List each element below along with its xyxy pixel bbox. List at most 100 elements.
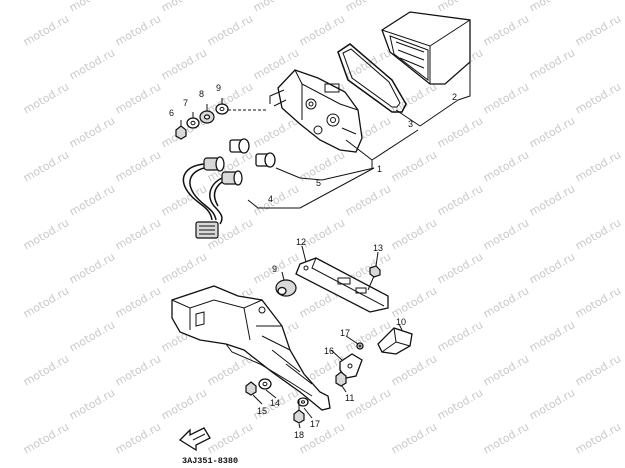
callout-8: 9 bbox=[216, 83, 221, 93]
callout-3: 3 bbox=[408, 119, 413, 129]
watermark-text: motod.ru bbox=[527, 0, 577, 15]
callout-12: 12 bbox=[296, 237, 306, 247]
watermark-text: motod.ru bbox=[481, 420, 531, 456]
watermark-text: motod.ru bbox=[113, 284, 163, 320]
watermark-text: motod.ru bbox=[251, 182, 301, 218]
watermark-text: motod.ru bbox=[21, 420, 71, 456]
grommet-lower bbox=[275, 279, 297, 297]
callout-17-lower: 17 bbox=[310, 419, 320, 429]
watermark-text: motod.ru bbox=[389, 80, 439, 116]
watermark-text: motod.ru bbox=[573, 12, 623, 48]
front-arrow-icon bbox=[178, 427, 211, 452]
callout-15: 15 bbox=[257, 406, 267, 416]
watermark-text: motod.ru bbox=[435, 386, 485, 422]
watermark-text: motod.ru bbox=[113, 80, 163, 116]
watermark-text: motod.ru bbox=[205, 352, 255, 388]
watermark-text: motod.ru bbox=[113, 12, 163, 48]
watermark-text: motod.ru bbox=[573, 284, 623, 320]
callout-13: 13 bbox=[373, 243, 383, 253]
lens-gasket bbox=[337, 43, 407, 113]
callout-7: 7 bbox=[183, 98, 188, 108]
watermark-text: motod.ru bbox=[481, 352, 531, 388]
watermark-text: motod.ru bbox=[67, 114, 117, 150]
watermark-text: motod.ru bbox=[297, 148, 347, 184]
watermark-text: motod.ru bbox=[481, 12, 531, 48]
watermark-text: motod.ru bbox=[159, 46, 209, 82]
leader-lines bbox=[180, 62, 471, 429]
watermark-text: motod.ru bbox=[389, 284, 439, 320]
watermark-text: motod.ru bbox=[159, 386, 209, 422]
watermark-text: motod.ru bbox=[205, 12, 255, 48]
watermark-text: motod.ru bbox=[573, 148, 623, 184]
watermark-text: motod.ru bbox=[251, 0, 301, 15]
watermark-text: motod.ru bbox=[435, 182, 485, 218]
watermark-text: motod.ru bbox=[67, 0, 117, 15]
watermark-text: motod.ru bbox=[481, 80, 531, 116]
watermark-text: motod.ru bbox=[527, 114, 577, 150]
watermark-text: motod.ru bbox=[113, 420, 163, 456]
watermark-text: motod.ru bbox=[297, 12, 347, 48]
watermark-text: motod.ru bbox=[113, 148, 163, 184]
watermark-text: motod.ru bbox=[573, 216, 623, 252]
watermark-text: motod.ru bbox=[389, 216, 439, 252]
callout-1: 1 bbox=[377, 164, 382, 174]
watermark-text: motod.ru bbox=[297, 420, 347, 456]
watermark-text: motod.ru bbox=[297, 216, 347, 252]
callout-4: 4 bbox=[268, 194, 273, 204]
callout-2: 2 bbox=[452, 92, 457, 102]
tail-light-lens bbox=[381, 11, 471, 85]
bottom-hardware bbox=[245, 378, 309, 424]
watermark-text: motod.ru bbox=[21, 216, 71, 252]
watermark-text: motod.ru bbox=[113, 352, 163, 388]
watermark-text: motod.ru bbox=[481, 148, 531, 184]
callout-labels: 1 2 3 4 5 6 7 8 9 9 10 11 12 13 14 15 16… bbox=[169, 83, 457, 440]
watermark-text: motod.ru bbox=[21, 80, 71, 116]
callout-17-upper: 17 bbox=[340, 328, 350, 338]
watermark-text: motod.ru bbox=[527, 250, 577, 286]
license-bracket bbox=[295, 257, 389, 313]
watermark-text: motod.ru bbox=[67, 182, 117, 218]
tail-light-housing bbox=[269, 69, 363, 153]
callout-18: 18 bbox=[294, 430, 304, 440]
watermark-text: motod.ru bbox=[21, 284, 71, 320]
watermark-text: motod.ru bbox=[481, 216, 531, 252]
watermark-text: motod.ru bbox=[205, 80, 255, 116]
light-bracket-hardware bbox=[335, 342, 364, 387]
watermark-text: motod.ru bbox=[527, 318, 577, 354]
watermark-text: motod.ru bbox=[527, 182, 577, 218]
watermark-text: motod.ru bbox=[573, 420, 623, 456]
watermark-text: motod.ru bbox=[343, 0, 393, 15]
watermark-text: motod.ru bbox=[527, 386, 577, 422]
mounting-hardware-top bbox=[175, 103, 268, 140]
watermark-text: motod.ru bbox=[573, 352, 623, 388]
watermark-text: motod.ru bbox=[435, 318, 485, 354]
watermark-text: motod.ru bbox=[527, 46, 577, 82]
callout-5: 5 bbox=[316, 178, 321, 188]
watermark-text: motod.ru bbox=[159, 0, 209, 15]
watermark-text: motod.ru bbox=[67, 386, 117, 422]
bulbs bbox=[229, 138, 276, 168]
watermark-text: motod.ru bbox=[481, 284, 531, 320]
watermark-text: motod.ru bbox=[205, 420, 255, 456]
watermark-text: motod.ru bbox=[159, 250, 209, 286]
callout-9-top: 8 bbox=[199, 89, 204, 99]
callout-10: 10 bbox=[396, 317, 406, 327]
watermark-text: motod.ru bbox=[343, 386, 393, 422]
drawing-code: 3AJ351-8380 bbox=[182, 456, 238, 466]
watermark-text: motod.ru bbox=[389, 148, 439, 184]
callout-6: 6 bbox=[169, 108, 174, 118]
callout-16: 16 bbox=[324, 346, 334, 356]
callout-14: 14 bbox=[270, 398, 280, 408]
watermark-text: motod.ru bbox=[435, 0, 485, 15]
watermark-text: motod.ru bbox=[251, 114, 301, 150]
watermark-text: motod.ru bbox=[573, 80, 623, 116]
watermark-text: motod.ru bbox=[343, 182, 393, 218]
watermark-text: motod.ru bbox=[435, 250, 485, 286]
watermark-text: motod.ru bbox=[67, 46, 117, 82]
callout-9-lower: 9 bbox=[272, 264, 277, 274]
watermark-text: motod.ru bbox=[67, 250, 117, 286]
socket-harness bbox=[182, 156, 243, 239]
